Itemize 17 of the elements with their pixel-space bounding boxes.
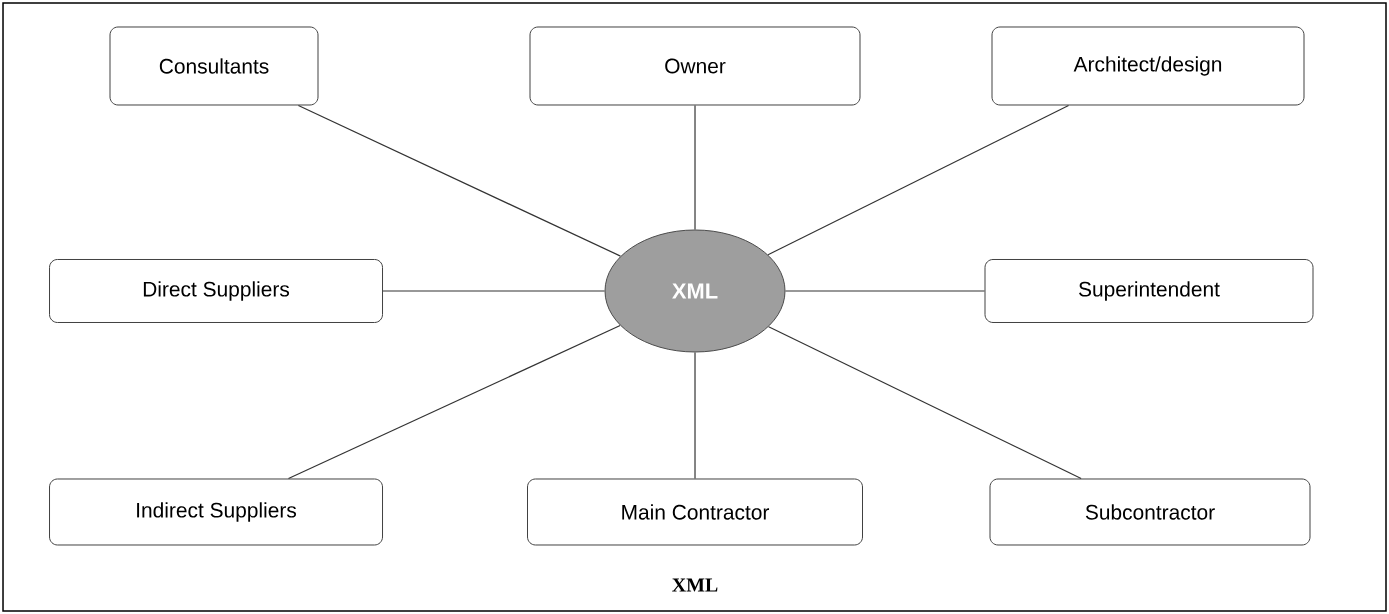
role-box: Main Contractor <box>527 478 863 546</box>
role-box: Architect/design <box>991 26 1305 106</box>
role-box: Indirect Suppliers <box>49 478 383 546</box>
role-box: Direct Suppliers <box>49 259 383 323</box>
role-box: Owner <box>529 26 861 106</box>
connector-line <box>694 104 696 231</box>
connector-line <box>382 290 606 292</box>
connector-line <box>768 326 1082 480</box>
connector-line <box>287 324 621 480</box>
role-box: Consultants <box>109 26 319 106</box>
caption: XML <box>672 578 718 592</box>
connector-line <box>694 351 696 480</box>
role-box: Superintendent <box>984 259 1314 323</box>
role-box: Subcontractor <box>989 478 1311 546</box>
connector-line <box>767 104 1070 256</box>
connector-line <box>784 290 986 292</box>
connector-line <box>297 104 622 257</box>
